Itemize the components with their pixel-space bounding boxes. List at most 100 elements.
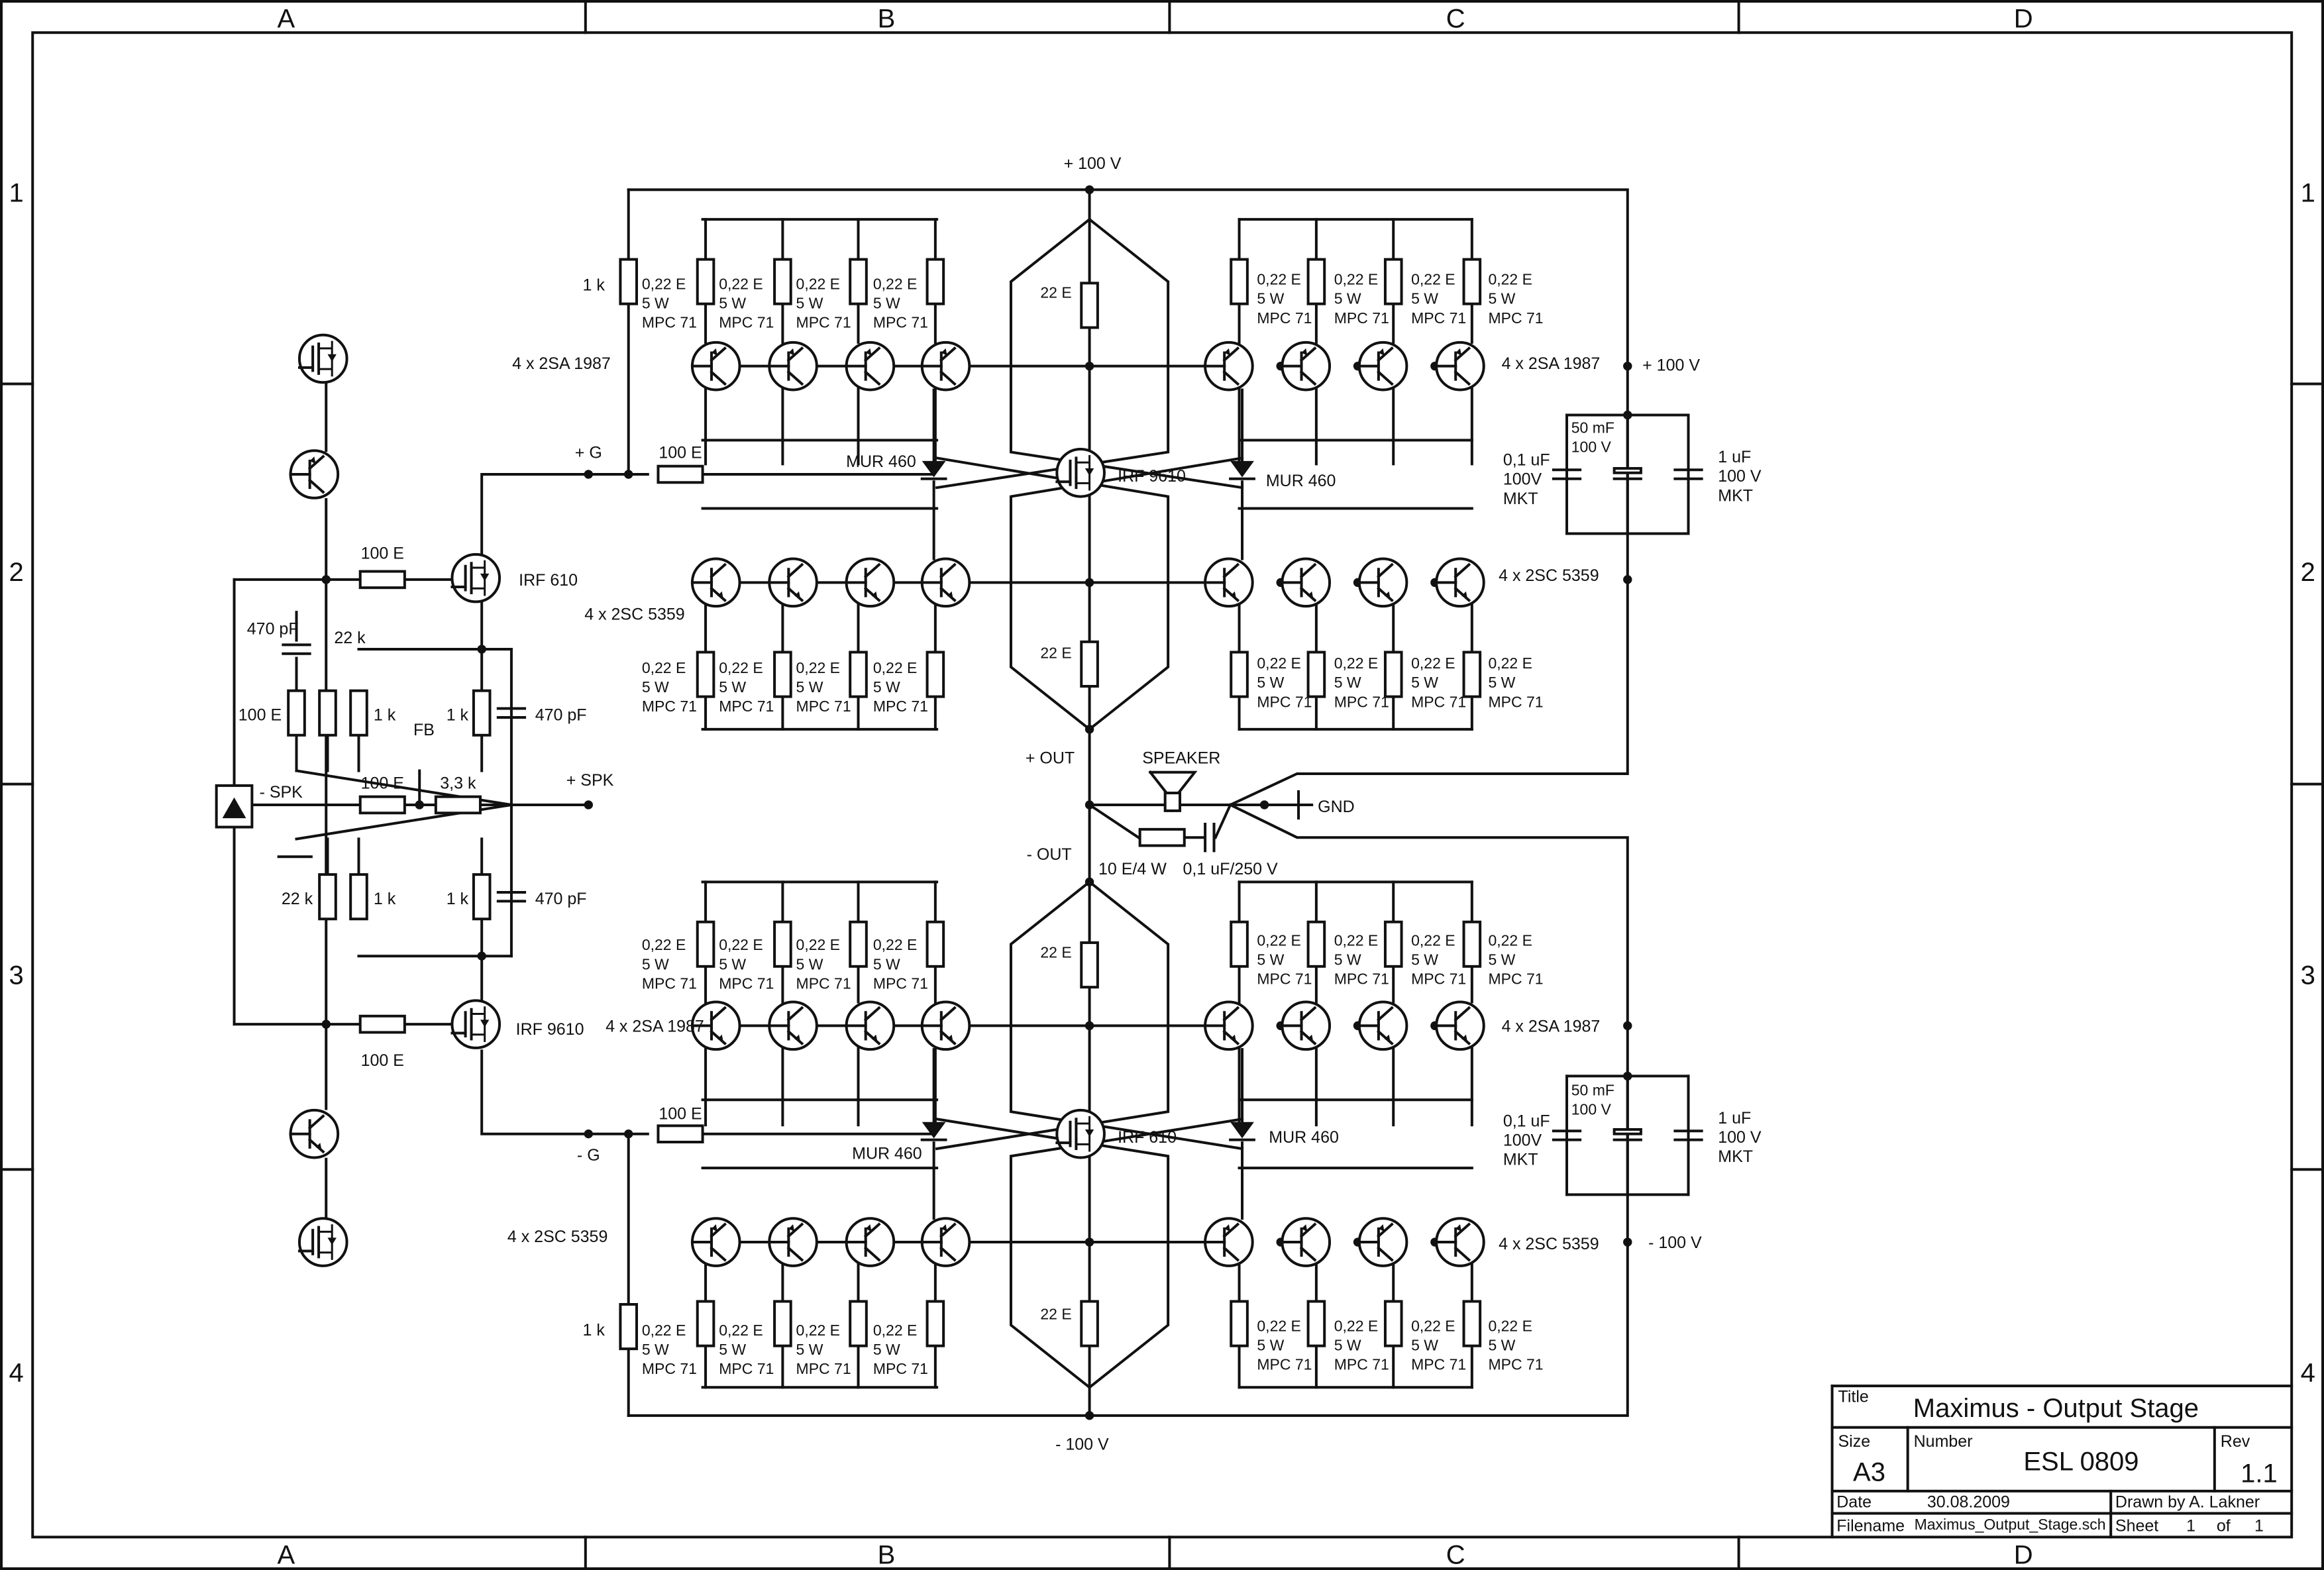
zone-row-label: 1 xyxy=(2301,178,2315,207)
drawing-title: Maximus - Output Stage xyxy=(1913,1394,2199,1423)
diode-label: MUR 460 xyxy=(852,1145,922,1163)
resistor-label: 22 E xyxy=(1040,644,1071,661)
resistor-label: 0,22 E xyxy=(1411,271,1455,288)
resistor-label: 5 W xyxy=(719,294,746,311)
components xyxy=(215,258,1703,1351)
capacitor-label: 100V xyxy=(1503,1131,1542,1150)
junction-dot xyxy=(1623,1071,1632,1081)
sheet-label: Sheet xyxy=(2115,1516,2158,1535)
net-label: FB xyxy=(413,721,435,739)
junction-dot xyxy=(1623,1021,1632,1031)
capacitor-label: 470 pF xyxy=(247,620,299,639)
drawing-number: ESL 0809 xyxy=(2023,1447,2139,1477)
zone-row-label: 3 xyxy=(2301,961,2315,990)
resistor-label: 5 W xyxy=(1334,290,1361,307)
date-value: 30.08.2009 xyxy=(1927,1493,2010,1512)
npn-transistor-icon xyxy=(845,557,896,608)
of-label: of xyxy=(2217,1516,2231,1535)
resistor-label: 100 E xyxy=(361,1051,404,1070)
resistor-label: 0,22 E xyxy=(796,936,841,953)
mosfet-label: IRF 9610 xyxy=(516,1020,584,1039)
resistor-label: MPC 71 xyxy=(1488,693,1543,710)
resistor-label: MPC 71 xyxy=(1334,693,1389,710)
resistor-label: 0,22 E xyxy=(796,659,841,676)
capacitor-label: 470 pF xyxy=(535,706,587,724)
resistor-label: MPC 71 xyxy=(1334,970,1389,988)
resistor-label: 5 W xyxy=(873,955,900,972)
resistor-label: MPC 71 xyxy=(719,974,774,992)
22e-resistor xyxy=(1080,282,1099,329)
resistor xyxy=(472,873,492,921)
emitter-resistor xyxy=(773,1300,792,1347)
capacitor-label: MKT xyxy=(1503,490,1538,508)
resistor-label: MPC 71 xyxy=(1257,309,1312,327)
capacitor-label: 50 mF xyxy=(1571,419,1614,436)
film-capacitor xyxy=(1552,468,1582,480)
resistor-label: 5 W xyxy=(642,955,669,972)
resistor-label: MPC 71 xyxy=(1257,1355,1312,1373)
resistor-label: 1 k xyxy=(447,890,469,908)
transistor-label: 4 x 2SC 5359 xyxy=(584,605,685,623)
resistor xyxy=(287,689,306,737)
resistor-label: 0,22 E xyxy=(719,936,763,953)
emitter-resistor xyxy=(1462,258,1482,305)
resistor-label: 5 W xyxy=(719,955,746,972)
resistor-label: 0,22 E xyxy=(719,1322,763,1339)
driver-mosfet-icon xyxy=(1055,1108,1106,1159)
pnp-transistor-icon xyxy=(690,340,741,392)
zone-row-label: 2 xyxy=(2301,558,2315,587)
resistor-label: 100 E xyxy=(361,774,404,792)
electrolytic-capacitor xyxy=(1612,1127,1642,1141)
wire xyxy=(1009,880,1244,1151)
resistor-label: 0,22 E xyxy=(1488,1317,1532,1334)
resistor-label: 100 E xyxy=(659,443,702,462)
npn-transistor-icon xyxy=(1281,1217,1332,1267)
emitter-resistor xyxy=(1230,651,1249,698)
diode-label: MUR 460 xyxy=(1269,1128,1339,1147)
emitter-resistor xyxy=(1306,651,1326,698)
resistor-label: MPC 71 xyxy=(873,313,928,331)
transistor-label: 4 x 2SC 5359 xyxy=(507,1228,608,1246)
emitter-resistor xyxy=(696,1300,715,1347)
emitter-resistor xyxy=(925,651,945,698)
resistor-label: MPC 71 xyxy=(1411,309,1466,327)
zener-icon xyxy=(215,784,254,829)
junction-dot xyxy=(477,951,486,961)
transistor-label: 4 x 2SA 1987 xyxy=(1502,354,1601,373)
gate-resistor xyxy=(657,1124,704,1143)
junction-dot xyxy=(623,470,633,479)
bias-resistor xyxy=(619,1303,639,1351)
junction-dot xyxy=(1084,1411,1094,1420)
emitter-resistor xyxy=(1230,1300,1249,1347)
transistor-label: 4 x 2SC 5359 xyxy=(1499,566,1599,585)
pnp-transistor-icon xyxy=(1435,340,1485,392)
resistor-label: 0,22 E xyxy=(1334,271,1379,288)
emitter-resistor xyxy=(696,920,715,968)
resistor-label: 5 W xyxy=(1488,951,1515,968)
zone-column-label: D xyxy=(2014,4,2033,33)
pnp-transistor-icon xyxy=(1357,1000,1408,1051)
wire xyxy=(935,880,1170,1151)
resistor-label: 0,22 E xyxy=(642,275,686,292)
resistor-label: 5 W xyxy=(796,1341,823,1358)
net-label: - SPK xyxy=(260,783,303,802)
resistor-label: 0,22 E xyxy=(1488,654,1532,672)
capacitor-label: 100 V xyxy=(1571,1101,1612,1118)
emitter-resistor xyxy=(696,258,715,305)
wire xyxy=(935,456,1170,731)
date-label: Date xyxy=(1836,1493,1872,1512)
resistor-label: 5 W xyxy=(873,294,900,311)
resistor-label: 22 E xyxy=(1040,1305,1071,1322)
22e-resistor xyxy=(1080,1300,1099,1347)
resistor-label: 0,22 E xyxy=(1488,271,1532,288)
capacitor-label: MKT xyxy=(1718,1147,1753,1166)
junction-dot xyxy=(1259,800,1269,810)
net-label: GND xyxy=(1318,798,1355,816)
film-capacitor xyxy=(1673,468,1703,480)
net-label: - OUT xyxy=(1027,845,1072,864)
resistor-label: MPC 71 xyxy=(873,974,928,992)
mosfet-label: IRF 610 xyxy=(1118,1128,1177,1147)
gate-resistor xyxy=(358,570,406,590)
zobel-resistor xyxy=(1138,827,1186,847)
